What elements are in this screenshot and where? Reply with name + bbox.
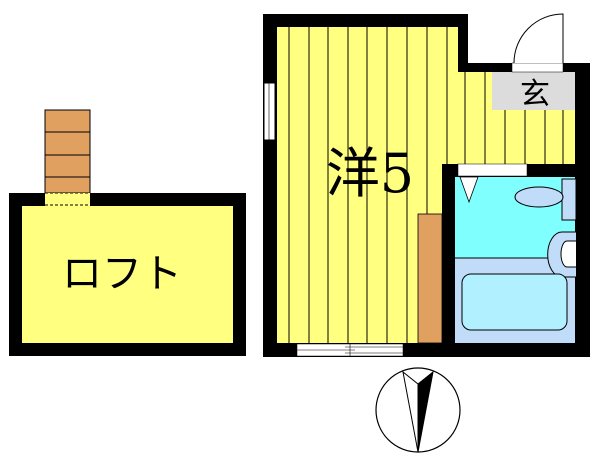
loft-ladder bbox=[44, 109, 91, 206]
balcony-window bbox=[296, 343, 404, 357]
closet bbox=[417, 213, 443, 344]
door-swing-icon bbox=[513, 13, 564, 64]
flooring-lines bbox=[288, 27, 564, 343]
entrance-door[interactable] bbox=[511, 13, 564, 73]
bathtub-icon bbox=[461, 273, 568, 331]
western-room-label: 洋5 bbox=[326, 142, 414, 205]
loft-label: ロフト bbox=[62, 251, 182, 297]
entrance-area bbox=[492, 72, 575, 110]
side-window bbox=[263, 82, 276, 141]
toilet-icon bbox=[514, 178, 577, 221]
light-icon bbox=[459, 176, 479, 204]
loft-floor bbox=[22, 206, 233, 343]
compass-north-icon bbox=[375, 367, 461, 453]
loft: ロフト bbox=[9, 109, 246, 356]
main-unit: 玄 洋5 bbox=[263, 13, 590, 357]
sink-icon bbox=[547, 231, 576, 278]
bathroom-door[interactable] bbox=[457, 163, 528, 177]
entrance-label: 玄 bbox=[520, 77, 550, 112]
